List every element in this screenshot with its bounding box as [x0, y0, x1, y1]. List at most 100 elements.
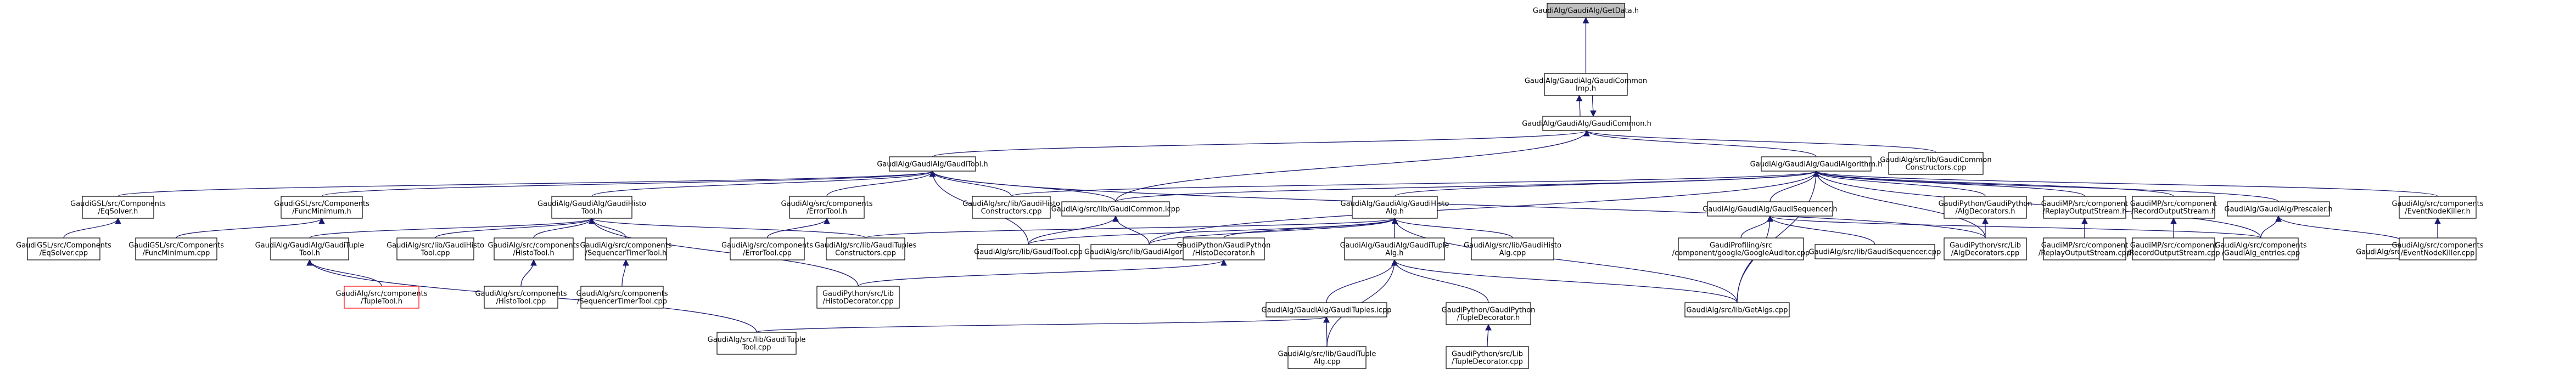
- file-node[interactable]: GaudiAlg/src/components/GaudiAlg_entries…: [2215, 237, 2307, 260]
- file-node-label: /SequencerTimerTool.h: [585, 249, 667, 258]
- dependency-arrow: [766, 217, 830, 239]
- file-node-label: /GaudiAlg_entries.cpp: [2222, 249, 2300, 258]
- file-node[interactable]: GaudiAlg/src/components/TupleTool.h: [336, 286, 428, 309]
- file-node[interactable]: GaudiPython/src/Lib/AlgDecorators.cpp: [1944, 237, 2027, 260]
- file-node-label: /HistoDecorator.h: [1192, 249, 1255, 258]
- file-node-label: GaudiPython/GaudiPython: [1442, 307, 1536, 315]
- file-node-box: [135, 237, 217, 260]
- file-node[interactable]: GaudiAlg/src/lib/GetAlgs.cpp: [1684, 302, 1790, 317]
- file-node[interactable]: GaudiPython/src/Lib/HistoDecorator.cpp: [816, 286, 900, 309]
- file-node-box: [789, 196, 865, 219]
- file-node[interactable]: GaudiAlg/src/components/HistoTool.cpp: [475, 286, 567, 309]
- file-node-box: [1446, 346, 1529, 369]
- file-node-label: GaudiAlg/src/components: [2392, 242, 2484, 250]
- dependency-arrow: [1326, 259, 1398, 303]
- file-node-box: [2227, 201, 2330, 217]
- file-node-label: GaudiAlg/src/lib/GaudiHisto: [1464, 242, 1561, 250]
- file-node[interactable]: GaudiAlg/GaudiAlg/GaudiAlgorithm.h: [1750, 156, 1883, 172]
- dependency-arrow: [306, 259, 382, 287]
- file-node-label: GaudiAlg/GaudiAlg/Prescaler.h: [2224, 206, 2332, 214]
- dependency-arrow: [1028, 215, 1119, 245]
- file-node-label: /SequencerTimerTool.cpp: [577, 298, 667, 306]
- file-node-label: Tool.h: [299, 249, 320, 258]
- file-node[interactable]: GaudiAlg/src/lib/GaudiSequencer.cpp: [1809, 244, 1941, 259]
- file-node[interactable]: GaudiAlg/GaudiAlg/GaudiTool.h: [877, 156, 988, 172]
- dependency-arrow: [1583, 129, 1936, 153]
- file-node[interactable]: GaudiPython/src/Lib/TupleDecorator.cpp: [1446, 346, 1529, 369]
- file-node-label: GaudiPython/src/Lib: [822, 290, 894, 298]
- file-node[interactable]: GaudiAlg/src/components/EventNodeKiller.…: [2392, 196, 2484, 219]
- file-node[interactable]: GaudiMP/src/component/RecordOutputStream…: [2130, 196, 2217, 219]
- dependency-arrow: [1149, 170, 1819, 245]
- dependency-arrow: [1223, 217, 1398, 239]
- file-node-label: GaudiAlg/src/lib/GaudiHisto: [962, 200, 1060, 208]
- file-node-label: GaudiAlg/GaudiAlg/GaudiAlgorithm.h: [1750, 161, 1883, 169]
- file-node[interactable]: GaudiMP/src/component/RecordOutputStream…: [2127, 237, 2220, 260]
- file-node[interactable]: GaudiAlg/src/components/ErrorTool.h: [781, 196, 873, 219]
- file-node[interactable]: GaudiAlg/GaudiAlg/Prescaler.h: [2224, 201, 2333, 217]
- file-node[interactable]: GaudiAlg/src/lib/GaudiTuplesConstructors…: [815, 237, 917, 260]
- dependency-arrow: [1323, 316, 1330, 347]
- file-node[interactable]: GaudiAlg/src/components/SequencerTimerTo…: [580, 237, 672, 260]
- file-node-box: [1888, 152, 1984, 175]
- dependency-arrow: [117, 170, 936, 197]
- file-node[interactable]: GaudiGSL/src/Components/FuncMinimum.h: [274, 196, 369, 219]
- dependency-arrow: [865, 217, 1398, 239]
- file-node[interactable]: GaudiMP/src/component/ReplayOutputStream…: [2041, 196, 2128, 219]
- file-node[interactable]: GaudiAlg/src/lib/GaudiCommon.icpp: [1051, 201, 1180, 217]
- file-node[interactable]: GaudiAlg/GaudiAlg/GaudiSequencer.h: [1703, 201, 1838, 217]
- dependency-arrow: [435, 217, 595, 239]
- file-node[interactable]: GaudiAlg/src/components/ErrorTool.cpp: [721, 237, 813, 260]
- file-node[interactable]: GaudiGSL/src/Components/EqSolver.h: [70, 196, 166, 219]
- file-node-box: [580, 286, 664, 309]
- file-node[interactable]: GaudiAlg/src/lib/GaudiCommonConstructors…: [1880, 152, 1992, 175]
- file-node[interactable]: GaudiPython/GaudiPython/TupleDecorator.h: [1442, 302, 1536, 325]
- file-node-label: GaudiAlg/GaudiAlg/GaudiCommon: [1525, 77, 1647, 86]
- file-node-box: [816, 286, 900, 309]
- file-node-box: [826, 237, 905, 260]
- file-node-box: [1544, 73, 1628, 96]
- file-node[interactable]: GaudiMP/src/component/ReplayOutputStream…: [2039, 237, 2131, 260]
- file-node-label: /EqSolver.h: [98, 208, 138, 216]
- file-node[interactable]: GaudiProfiling/src/component/google/Goog…: [1672, 237, 1810, 260]
- file-node-box: [977, 244, 1080, 259]
- file-node-label: GaudiAlg/GaudiAlg/GaudiHisto: [537, 200, 646, 208]
- file-node-label: /AlgDecorators.h: [1955, 208, 2015, 216]
- file-node-box: [1944, 196, 2027, 219]
- file-node[interactable]: GaudiPython/GaudiPython/HistoDecorator.h: [1177, 237, 1271, 260]
- file-node-box: [1761, 156, 1872, 172]
- file-node-box: [2132, 196, 2215, 219]
- file-node-label: /ErrorTool.h: [807, 208, 847, 216]
- file-node-box: [1471, 237, 1554, 260]
- file-node-label: GaudiAlg/src/lib/GaudiTool.cpp: [974, 248, 1083, 257]
- file-node-label: /TupleDecorator.h: [1457, 314, 1520, 322]
- file-node-label: GaudiAlg/src/components: [2392, 200, 2484, 208]
- file-node[interactable]: GaudiAlg/src/components/EventNodeKiller.…: [2392, 237, 2484, 260]
- file-node[interactable]: GaudiAlg/src/lib/GaudiHistoConstructors.…: [962, 196, 1060, 219]
- dependency-arrow: [309, 217, 595, 239]
- file-node-box: [2223, 237, 2299, 260]
- file-node-label: Alg.h: [1385, 249, 1403, 258]
- file-node[interactable]: GaudiPython/GaudiPython/AlgDecorators.h: [1939, 196, 2032, 219]
- file-node[interactable]: GaudiAlg/GaudiAlg/GaudiTuples.icpp: [1262, 302, 1392, 317]
- dependency-arrow: [1112, 215, 1150, 245]
- file-node-label: GaudiGSL/src/Components: [128, 242, 224, 250]
- file-node-label: GaudiAlg/src/lib/GaudiCommon.icpp: [1051, 206, 1180, 214]
- file-node[interactable]: GaudiGSL/src/Components/FuncMinimum.cpp: [128, 237, 224, 260]
- dependency-arrow: [932, 129, 1590, 157]
- file-node[interactable]: GaudiAlg/src/components/HistoTool.h: [488, 237, 580, 260]
- file-node[interactable]: GaudiAlg/GaudiAlg/GetData.h: [1533, 3, 1639, 18]
- file-node[interactable]: GaudiAlg/src/components/SequencerTimerTo…: [576, 286, 668, 309]
- file-node[interactable]: GaudiAlg/GaudiAlg/GaudiCommon.h: [1522, 116, 1651, 131]
- file-node[interactable]: GaudiGSL/src/Components/EqSolver.cpp: [16, 237, 111, 260]
- file-node[interactable]: GaudiAlg/src/lib/GaudiTool.cpp: [974, 244, 1083, 259]
